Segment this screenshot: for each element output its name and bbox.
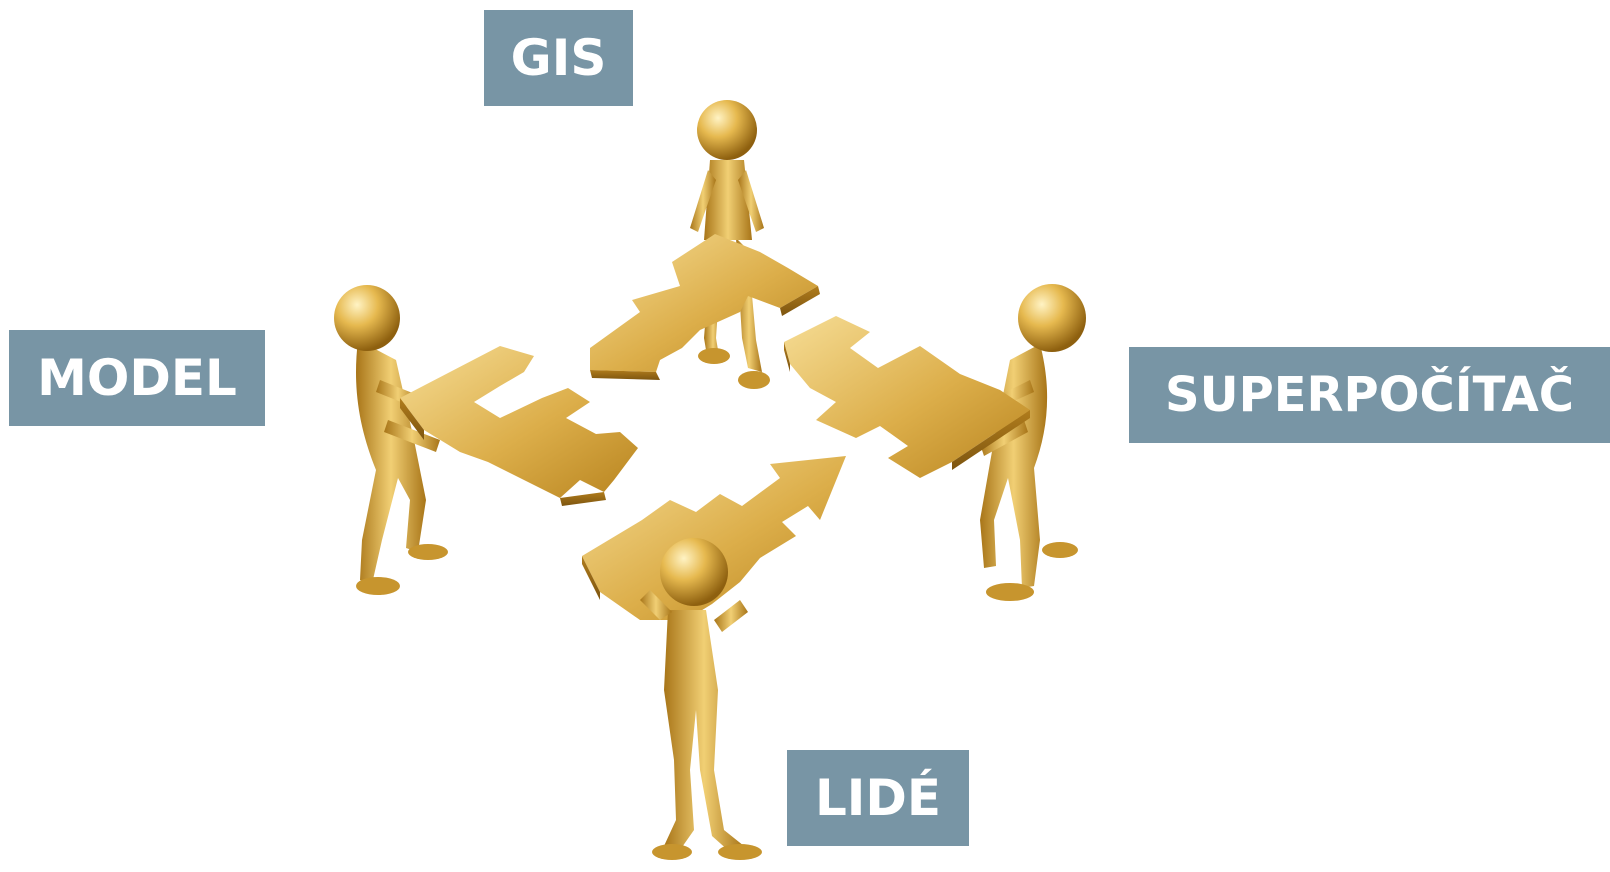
label-superpocitac: SUPERPOČÍTAČ xyxy=(1129,347,1610,443)
arrow-puzzle-piece-right xyxy=(784,316,1030,478)
arrow-puzzle-piece-left xyxy=(400,346,638,506)
gold-figure-right xyxy=(980,284,1086,601)
label-gis: GIS xyxy=(484,10,633,106)
arrow-puzzle-piece-top xyxy=(590,234,820,380)
label-lide: LIDÉ xyxy=(787,750,969,846)
gold-figure-bottom xyxy=(640,538,762,860)
gold-figure-top xyxy=(690,100,770,389)
label-model: MODEL xyxy=(9,330,265,426)
gold-figure-left xyxy=(334,285,448,595)
arrow-puzzle-piece-bottom xyxy=(582,456,846,620)
